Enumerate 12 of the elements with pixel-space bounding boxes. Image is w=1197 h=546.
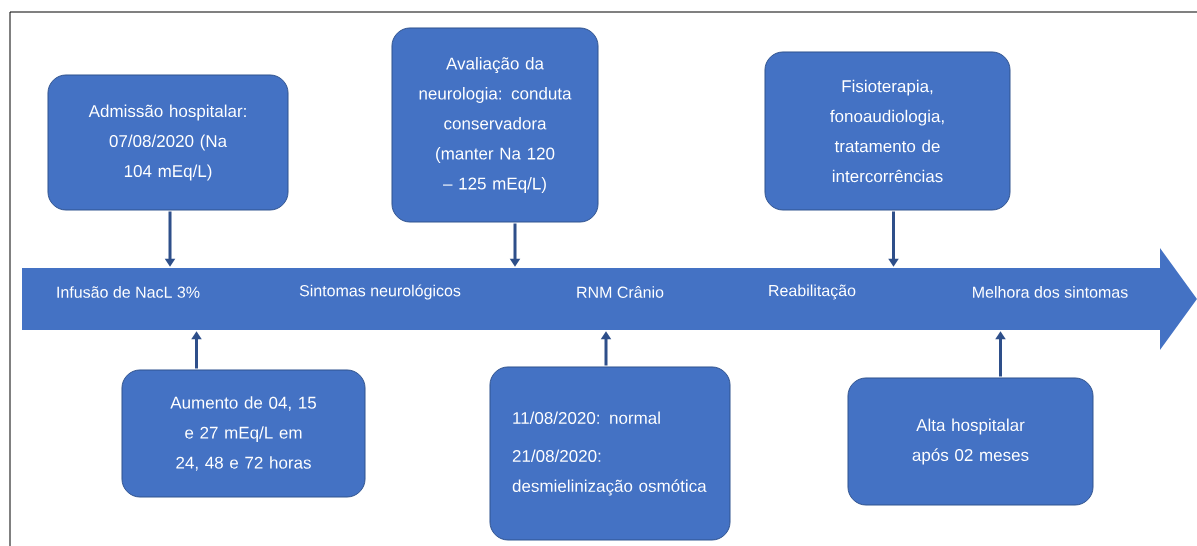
timeline-event-box: Admissão hospitalar: 07/08/2020 (Na 104 mEq/L)	[47, 74, 289, 211]
timeline-label: Infusão de NacL 3%	[57, 286, 200, 298]
timeline-label: RNM Crânio	[577, 286, 664, 298]
timeline-event-box: 11/08/2020: normal 21/08/2020: desmielinização osmótica	[489, 366, 731, 541]
timeline-event-box: Fisioterapia, fonoaudiologia, tratamento de intercorrências	[764, 51, 1011, 211]
timeline-label: Sintomas neurológicos	[299, 284, 461, 300]
timeline-event-box: Alta hospitalar após 02 meses	[847, 377, 1094, 506]
timeline-arrow	[22, 248, 1197, 350]
timeline-event-box: Avaliação da neurologia: conduta conservadora (manter Na 120 – 125 mEq/L)	[391, 27, 599, 223]
timeline-event-box: Aumento de 04, 15 e 27 mEq/L em 24, 48 e 72 horas	[121, 369, 366, 498]
timeline-label: Reabilitação	[769, 284, 856, 300]
timeline-label: Melhora dos sintomas	[973, 286, 1128, 298]
